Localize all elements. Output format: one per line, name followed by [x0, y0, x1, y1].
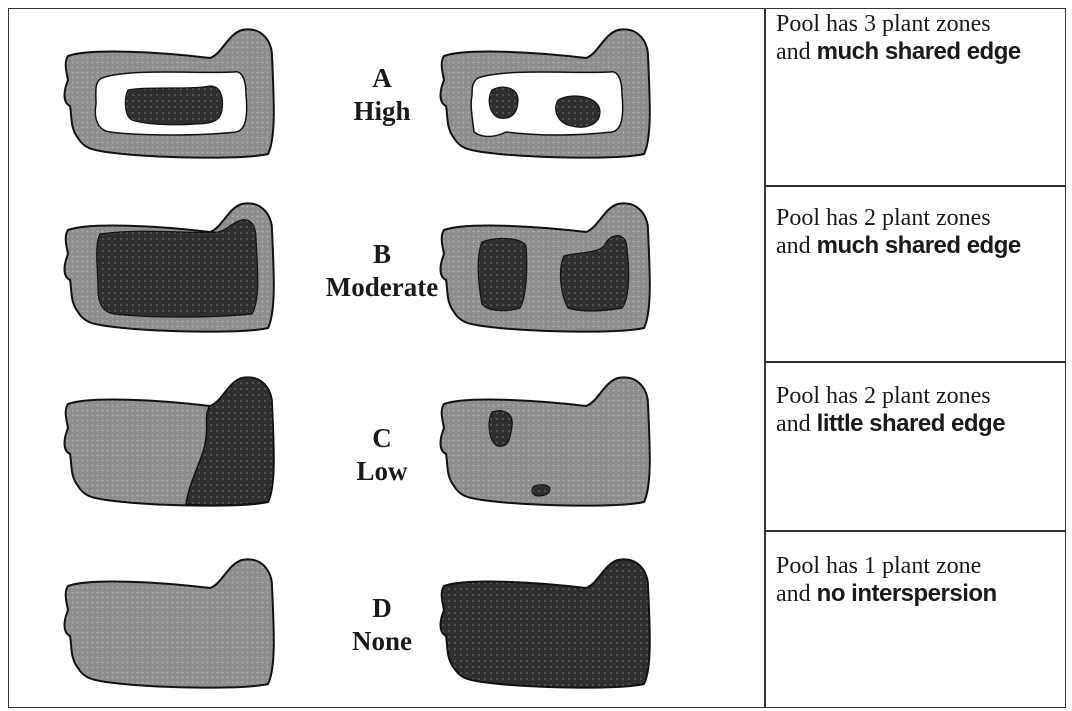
row-d-label: D None [322, 592, 442, 658]
row-a-level: High [322, 95, 442, 128]
desc-line: Pool has 2 plant zones [776, 382, 1071, 410]
pool-a-right [441, 29, 650, 157]
desc-prefix: and [776, 581, 817, 607]
desc-line: and much shared edge [776, 232, 1071, 260]
row-b-label: B Moderate [322, 238, 442, 304]
desc-emphasis: much shared edge [817, 232, 1021, 259]
desc-line: and no interspersion [776, 580, 1071, 608]
desc-emphasis: little shared edge [817, 410, 1005, 437]
row-b-letter: B [322, 238, 442, 271]
row-a-description: Pool has 3 plant zones and much shared e… [776, 10, 1071, 66]
desc-prefix: and [776, 39, 817, 65]
pool-d-left [65, 559, 274, 687]
row-d-level: None [322, 625, 442, 658]
desc-prefix: and [776, 233, 817, 259]
desc-line: Pool has 3 plant zones [776, 10, 1071, 38]
pool-c-left [65, 377, 274, 505]
row-c-label: C Low [322, 422, 442, 488]
row-d-description: Pool has 1 plant zone and no interspersi… [776, 552, 1071, 608]
row-c-letter: C [322, 422, 442, 455]
desc-prefix: and [776, 411, 817, 437]
desc-line: Pool has 2 plant zones [776, 204, 1071, 232]
row-d-letter: D [322, 592, 442, 625]
desc-emphasis: much shared edge [817, 38, 1021, 65]
row-divider [764, 530, 1066, 532]
row-divider [764, 361, 1066, 363]
desc-line: and little shared edge [776, 410, 1071, 438]
row-b-description: Pool has 2 plant zones and much shared e… [776, 204, 1071, 260]
row-a-letter: A [322, 62, 442, 95]
row-c-level: Low [322, 455, 442, 488]
pool-b-left [65, 203, 274, 331]
desc-emphasis: no interspersion [817, 580, 997, 607]
row-a-label: A High [322, 62, 442, 128]
pool-b-right [441, 203, 650, 331]
column-divider [764, 8, 766, 708]
row-c-description: Pool has 2 plant zones and little shared… [776, 382, 1071, 438]
desc-line: Pool has 1 plant zone [776, 552, 1071, 580]
row-divider [764, 185, 1066, 187]
desc-line: and much shared edge [776, 38, 1071, 66]
pool-c-right [441, 377, 650, 505]
pool-a-left [65, 29, 274, 157]
pool-d-right [441, 559, 650, 687]
row-b-level: Moderate [322, 271, 442, 304]
